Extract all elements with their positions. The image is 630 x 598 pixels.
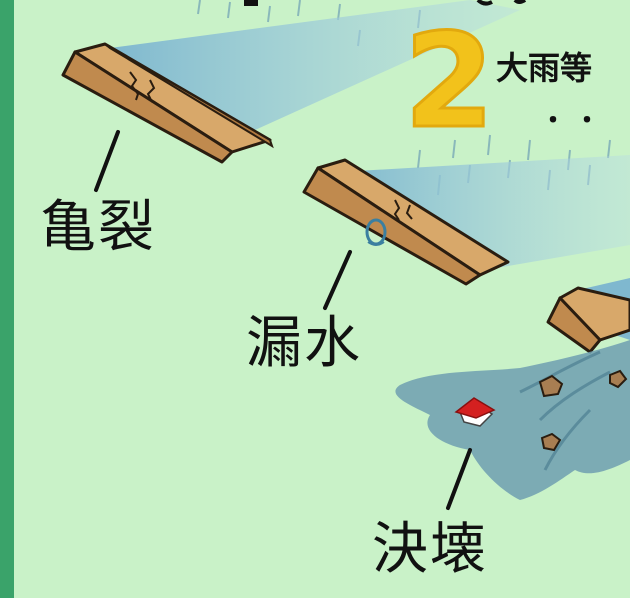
- pointer-breach: [446, 448, 472, 510]
- heading-text: 大雨等: [496, 49, 593, 87]
- dike-breach: [546, 278, 630, 354]
- step-number: 2: [402, 5, 495, 157]
- label-leak: 漏水: [246, 311, 362, 376]
- crack-lines: [129, 71, 156, 103]
- dike-crack: [61, 0, 520, 164]
- flood-water: [395, 340, 630, 500]
- label-crack: 亀裂: [40, 195, 156, 260]
- emphasis-dots: ・・: [540, 106, 609, 136]
- pointer-crack: [94, 130, 120, 192]
- house-icon: [454, 397, 496, 427]
- pointer-leak: [323, 250, 352, 310]
- debris: [538, 369, 628, 452]
- dike-leak: [302, 155, 630, 286]
- river-water-1: [110, 0, 520, 130]
- label-breach: 決壊: [372, 517, 488, 582]
- left-border-strip: [0, 0, 14, 598]
- river-water-2: [340, 155, 630, 270]
